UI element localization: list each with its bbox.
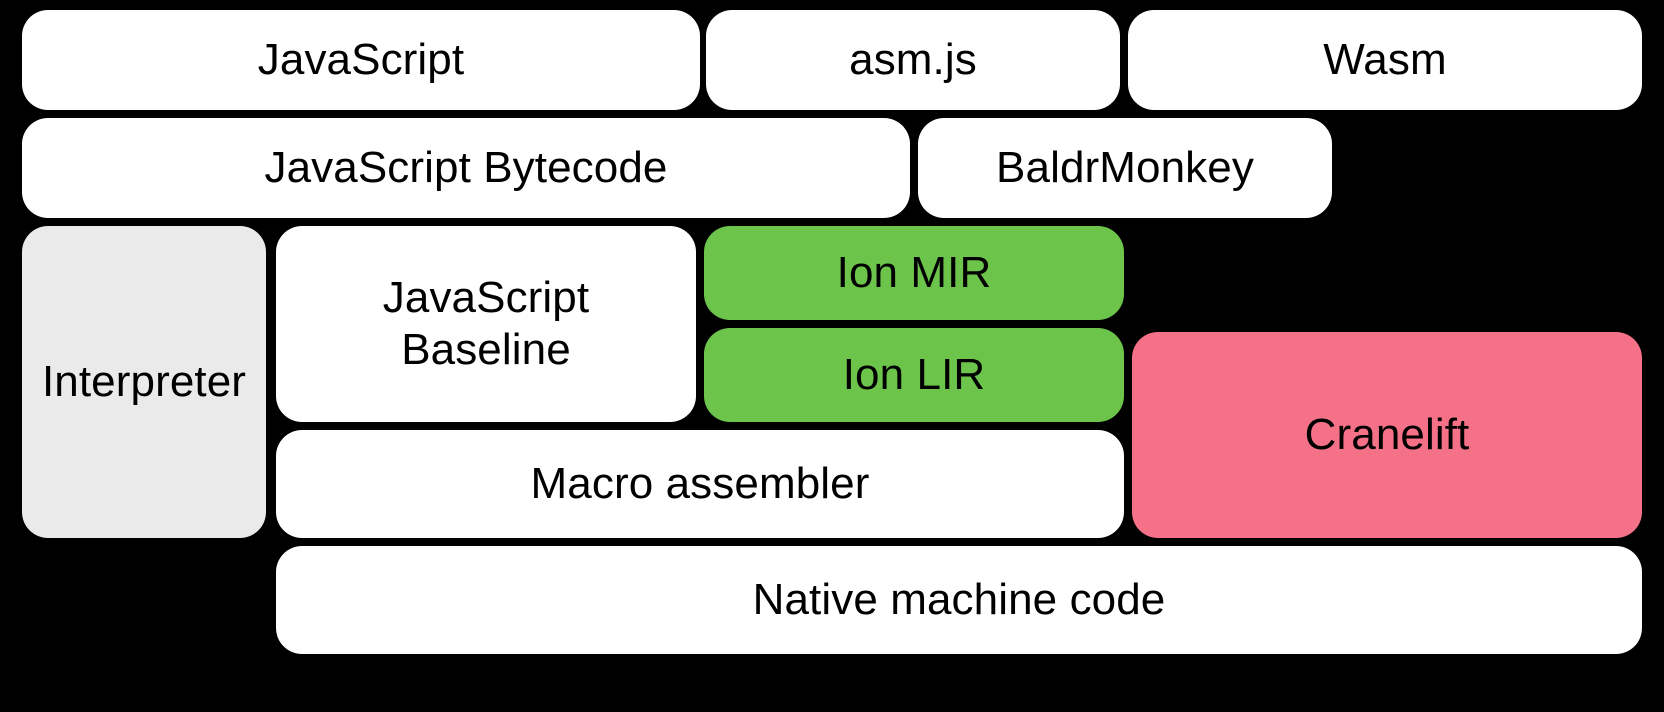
- node-macro-assembler: Macro assembler: [276, 430, 1124, 538]
- node-baldrmonkey: BaldrMonkey: [918, 118, 1332, 218]
- node-ion-mir: Ion MIR: [704, 226, 1124, 320]
- node-javascript-baseline: JavaScript Baseline: [276, 226, 696, 422]
- node-native-machine-code: Native machine code: [276, 546, 1642, 654]
- node-interpreter: Interpreter: [22, 226, 266, 538]
- node-javascript: JavaScript: [22, 10, 700, 110]
- node-wasm: Wasm: [1128, 10, 1642, 110]
- node-ion-lir: Ion LIR: [704, 328, 1124, 422]
- node-cranelift: Cranelift: [1132, 332, 1642, 538]
- node-asmjs: asm.js: [706, 10, 1120, 110]
- node-javascript-bytecode: JavaScript Bytecode: [22, 118, 910, 218]
